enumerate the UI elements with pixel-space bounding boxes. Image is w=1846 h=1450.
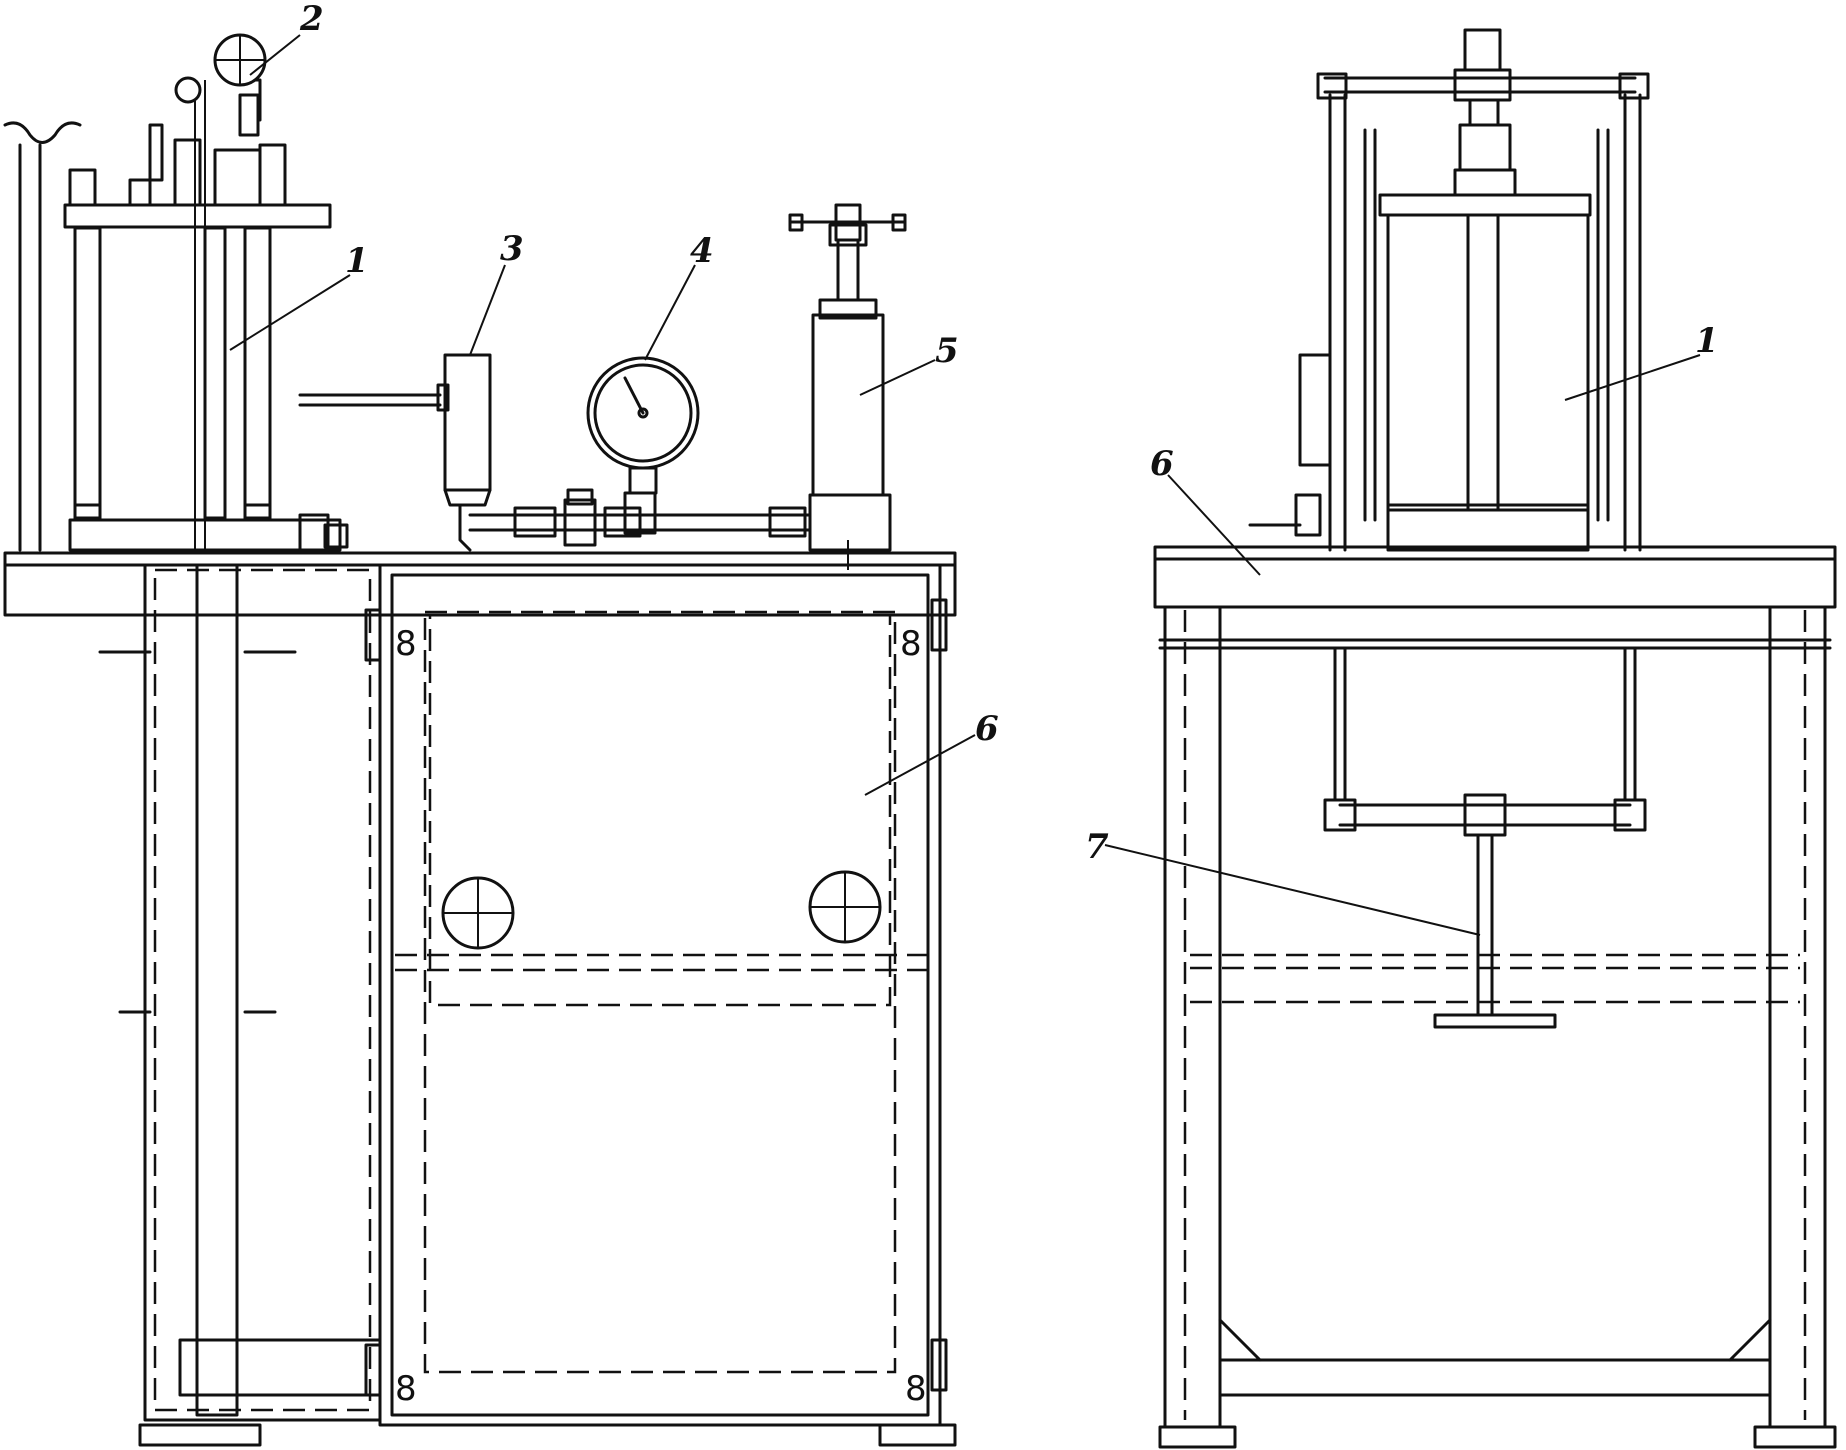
cabinet: 8 8 8 8 [364,563,948,1427]
label-component-3: 3 [500,229,524,269]
side-press-frame [1248,28,1650,552]
label-cabinet: 6 [975,709,999,749]
pressure-gauge [586,356,700,495]
press-assembly [63,33,442,552]
side-plunger [1323,646,1647,1029]
label-pressure-gauge: 4 [690,231,714,271]
label-pump: 5 [935,331,959,371]
side-view: 1 6 7 [1085,28,1837,1449]
pipeline [468,488,812,547]
pump-5 [788,203,907,570]
label-side-plunger: 7 [1085,827,1109,867]
label-press: 1 [345,241,369,281]
label-side-press: 1 [1695,321,1719,361]
label-side-table: 6 [1150,444,1174,484]
latch-mark: 8 [395,624,417,664]
label-top-gauge: 2 [299,0,324,39]
latch-mark: 8 [900,624,922,664]
latch-mark: 8 [905,1369,927,1409]
front-view: 8 8 8 8 1 2 3 4 5 6 [3,0,999,1447]
component-3 [436,353,492,552]
latch-mark: 8 [395,1369,417,1409]
y-stand [3,121,82,552]
left-column [98,563,382,1422]
